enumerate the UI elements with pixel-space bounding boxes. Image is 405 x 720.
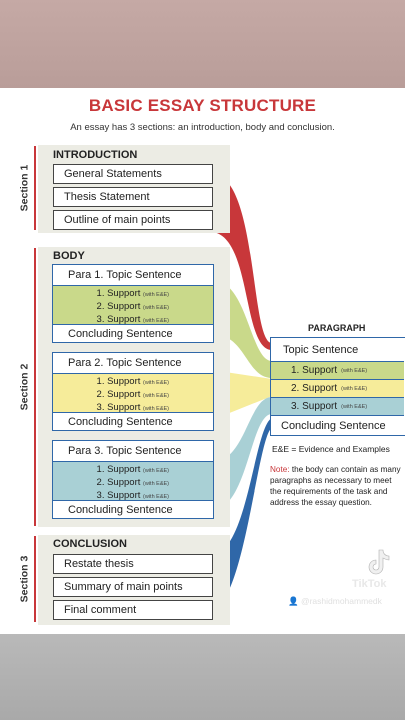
tiktok-handle: 👤 @rashidmohammedk (288, 596, 382, 606)
para2-supports: 1. Support (with E&E) 2. Support (with E… (53, 374, 213, 413)
para1-concluding-sentence: Concluding Sentence (68, 327, 173, 340)
section-2-label: Section 2 (18, 363, 30, 411)
intro-item-outline: Outline of main points (53, 210, 213, 230)
paragraph-support-1: 1. Support(with E&E) (271, 362, 404, 380)
para2-concluding-sentence: Concluding Sentence (68, 415, 173, 428)
body-paragraph-2: Para 2. Topic Sentence 1. Support (with … (52, 352, 214, 431)
paragraph-heading: PARAGRAPH (308, 323, 366, 333)
conclusion-item-final-comment: Final comment (53, 600, 213, 620)
para3-support-2: 2. Support (with E&E) (96, 477, 169, 488)
ee-definition: E&E = Evidence and Examples (272, 444, 390, 454)
conclusion-panel: CONCLUSION Restate thesis Summary of mai… (38, 535, 230, 625)
para3-support-3: 3. Support (with E&E) (96, 490, 169, 501)
para1-support-1: 1. Support (with E&E) (96, 288, 169, 299)
body-paragraph-1: Para 1. Topic Sentence 1. Support (with … (52, 264, 214, 343)
intro-item-thesis-statement: Thesis Statement (53, 187, 213, 207)
section-1-label: Section 1 (18, 164, 30, 212)
tiktok-brand-text: TikTok (352, 578, 387, 590)
body-note: Note: the body can contain as many parag… (270, 464, 402, 508)
paragraph-concluding-sentence: Concluding Sentence (281, 419, 386, 432)
paragraph-support-3: 3. Support(with E&E) (271, 398, 404, 416)
para2-support-3: 3. Support (with E&E) (96, 402, 169, 413)
para3-support-1: 1. Support (with E&E) (96, 464, 169, 475)
bottom-background-band (0, 634, 405, 720)
para2-support-1: 1. Support (with E&E) (96, 376, 169, 387)
intro-item-general-statements: General Statements (53, 164, 213, 184)
body-heading: BODY (53, 250, 85, 262)
paragraph-panel: Topic Sentence 1. Support(with E&E) 2. S… (270, 337, 405, 436)
body-paragraph-3: Para 3. Topic Sentence 1. Support (with … (52, 440, 214, 519)
paragraph-support-2: 2. Support(with E&E) (271, 380, 404, 398)
introduction-panel: INTRODUCTION General Statements Thesis S… (38, 145, 230, 233)
page-title: BASIC ESSAY STRUCTURE (88, 96, 317, 115)
para1-support-3: 3. Support (with E&E) (96, 314, 169, 325)
paragraph-topic-sentence: Topic Sentence (271, 338, 404, 362)
infographic-sheet: BASIC ESSAY STRUCTURE An essay has 3 sec… (0, 88, 405, 634)
conclusion-item-summary: Summary of main points (53, 577, 213, 597)
section-3-rule (34, 536, 36, 622)
introduction-heading: INTRODUCTION (53, 149, 138, 161)
para1-topic-sentence: Para 1. Topic Sentence (53, 265, 213, 286)
page-subtitle: An essay has 3 sections: an introduction… (70, 122, 335, 133)
section-1-rule (34, 146, 36, 230)
para2-topic-sentence: Para 2. Topic Sentence (53, 353, 213, 374)
section-3-label: Section 3 (18, 555, 30, 603)
note-text: the body can contain as many paragraphs … (270, 465, 401, 507)
para1-supports: 1. Support (with E&E) 2. Support (with E… (53, 286, 213, 325)
para3-topic-sentence: Para 3. Topic Sentence (53, 441, 213, 462)
note-label: Note: (270, 465, 290, 474)
section-2-rule (34, 248, 36, 526)
conclusion-heading: CONCLUSION (53, 538, 127, 550)
top-background-band (0, 0, 405, 88)
para3-supports: 1. Support (with E&E) 2. Support (with E… (53, 462, 213, 501)
para3-concluding-sentence: Concluding Sentence (68, 503, 173, 516)
tiktok-logo-icon (368, 549, 390, 575)
conclusion-item-restate-thesis: Restate thesis (53, 554, 213, 574)
para1-support-2: 2. Support (with E&E) (96, 301, 169, 312)
para2-support-2: 2. Support (with E&E) (96, 389, 169, 400)
